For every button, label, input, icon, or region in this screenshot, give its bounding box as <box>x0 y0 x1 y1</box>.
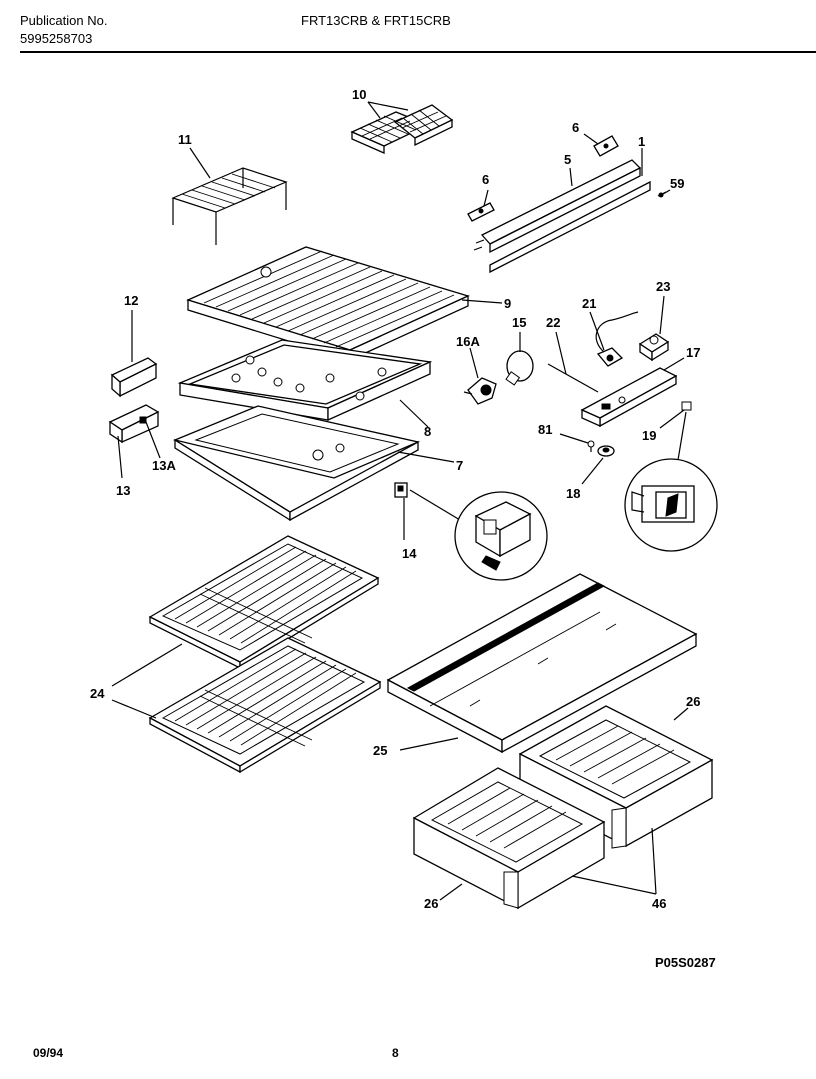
label-13: 13 <box>116 483 130 498</box>
label-26-lower: 26 <box>424 896 438 911</box>
label-16a: 16A <box>456 334 480 349</box>
leader-19 <box>659 409 685 429</box>
header-rule <box>20 51 816 53</box>
leader-59 <box>662 189 671 195</box>
wire-rack <box>171 167 288 245</box>
leader-24b <box>111 699 157 719</box>
page-number: 8 <box>392 1046 399 1060</box>
leader-10a <box>367 101 381 119</box>
control-channel <box>467 135 667 274</box>
shelf-lower <box>148 637 382 774</box>
lamp-rod <box>547 363 599 393</box>
label-5: 5 <box>564 152 571 167</box>
control-housing <box>580 367 678 428</box>
leader-46b <box>651 827 657 895</box>
label-21: 21 <box>582 296 596 311</box>
label-23: 23 <box>656 279 670 294</box>
leader-6a <box>583 133 599 145</box>
crisper-drawer-left <box>412 767 606 910</box>
label-26-upper: 26 <box>686 694 700 709</box>
leader-81 <box>559 433 589 444</box>
leader-8 <box>399 399 429 428</box>
label-24: 24 <box>90 686 105 701</box>
label-81: 81 <box>538 422 552 437</box>
frame-tray <box>172 405 421 522</box>
label-22: 22 <box>546 315 560 330</box>
damper-control <box>638 333 670 362</box>
shelf-upper <box>148 535 380 670</box>
control-knob <box>597 445 615 457</box>
label-6-upper: 6 <box>572 120 579 135</box>
light-switch-19 <box>681 401 692 411</box>
figure-code: P05S0287 <box>655 955 716 970</box>
label-12: 12 <box>124 293 138 308</box>
callout-19-link <box>677 411 687 461</box>
publication-number: 5995258703 <box>20 31 93 46</box>
model-numbers: FRT13CRB & FRT15CRB <box>301 13 451 28</box>
leader-13a <box>145 421 161 459</box>
switch-14 <box>394 482 408 498</box>
footer-date: 09/94 <box>33 1046 64 1060</box>
dairy-door-pieces <box>108 357 160 444</box>
leader-26a <box>673 707 689 721</box>
label-19: 19 <box>642 428 656 443</box>
leader-22 <box>555 331 567 375</box>
ice-trays <box>350 104 454 154</box>
leader-9 <box>461 299 503 304</box>
leader-5 <box>569 167 573 187</box>
label-9: 9 <box>504 296 511 311</box>
leader-13 <box>117 435 123 479</box>
label-1: 1 <box>638 134 645 149</box>
light-shield <box>177 339 433 422</box>
leader-24a <box>111 643 183 687</box>
publication-label: Publication No. <box>20 13 108 28</box>
leader-18 <box>581 457 604 485</box>
leader-46a <box>571 875 657 895</box>
label-46: 46 <box>652 896 666 911</box>
label-11: 11 <box>178 132 192 147</box>
label-14: 14 <box>402 546 417 561</box>
label-25: 25 <box>373 743 387 758</box>
screw-81 <box>587 440 595 452</box>
leader-23 <box>659 295 665 335</box>
thermostat <box>595 311 639 367</box>
leader-17 <box>663 357 685 371</box>
label-15: 15 <box>512 315 526 330</box>
label-6-lower: 6 <box>482 172 489 187</box>
crisper-cover <box>386 573 698 754</box>
leader-7 <box>397 451 455 463</box>
leader-26b <box>439 883 463 901</box>
label-8: 8 <box>424 424 431 439</box>
label-7: 7 <box>456 458 463 473</box>
leader-11 <box>189 147 211 179</box>
label-59: 59 <box>670 176 684 191</box>
lamp-bulb <box>505 350 534 386</box>
label-17: 17 <box>686 345 700 360</box>
callout-14-link <box>409 489 461 521</box>
label-18: 18 <box>566 486 580 501</box>
leader-6b <box>483 189 489 207</box>
switch-19-detail <box>624 458 718 552</box>
switch-14-detail <box>454 491 548 581</box>
leader-25 <box>399 737 459 751</box>
lamp-socket <box>463 377 497 405</box>
label-10: 10 <box>352 87 366 102</box>
leader-10b <box>367 101 409 111</box>
label-13a: 13A <box>152 458 176 473</box>
leader-21 <box>589 311 605 351</box>
leader-16a <box>469 347 479 379</box>
